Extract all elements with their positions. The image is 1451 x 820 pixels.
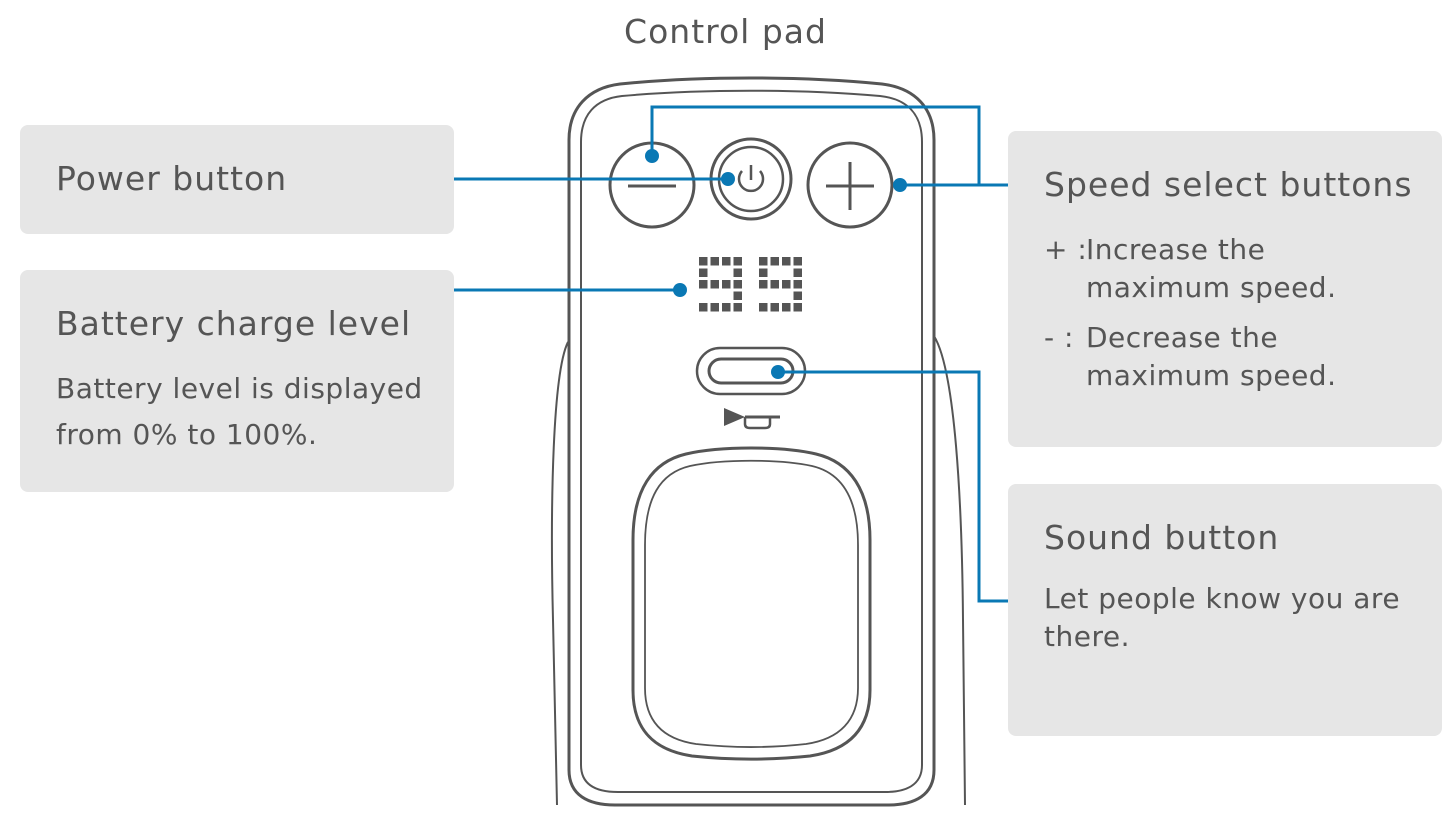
display-dot [759,257,768,266]
speed-plus-symbol: + : [1044,233,1088,266]
speed-minus-line1: Decrease the [1086,321,1279,354]
display-dot [722,280,731,289]
body-left-edge [550,341,569,806]
display-dot [793,291,802,300]
callout-heading: Speed select buttons [1044,165,1413,204]
display-dot [759,280,768,289]
callout-sound-button: Sound button Let people know you are the… [1008,484,1442,736]
grip-inner-outline [644,459,859,748]
callout-battery-charge-level: Battery charge level Battery level is di… [20,270,454,492]
plus-button[interactable] [806,141,894,229]
display-dot [699,280,708,289]
battery-level-display [699,257,802,312]
display-dot [782,257,791,266]
power-icon [737,165,765,193]
speed-leader-line [650,105,1008,187]
speed-plus-line2: maximum speed. [1086,271,1337,304]
callout-heading: Sound button [1044,518,1280,557]
callout-speed-select-buttons: Speed select buttons + :Increase the max… [1008,131,1442,447]
display-dot [722,257,731,266]
display-dot [793,257,802,266]
display-dot [793,268,802,277]
display-dot [733,257,742,266]
display-dot [710,257,719,266]
speed-minus-symbol: - : [1044,321,1074,354]
display-dot [782,280,791,289]
power-leader-dot [721,172,735,186]
leader-lines [454,105,1008,603]
plus-leader-dot [893,178,907,192]
display-dot [770,280,779,289]
display-dot [699,257,708,266]
diagram-title: Control pad [624,12,827,51]
speed-plus-description: + :Increase the maximum speed. [1044,231,1336,307]
callout-description: Let people know you are there. [1044,582,1401,653]
display-dot [699,268,708,277]
display-dot [722,303,731,312]
body-right-edge [933,335,966,806]
display-dot [733,291,742,300]
display-dot [793,280,802,289]
speed-minus-description: - : Decrease the maximum speed. [1044,319,1336,395]
callout-description: Battery level is displayed from 0% to 10… [56,372,423,451]
display-dot [770,303,779,312]
display-dot [759,303,768,312]
battery-leader-dot [673,283,687,297]
display-dot [710,280,719,289]
control-pad-inner-outline [580,89,923,793]
callout-power-button: Power button [20,125,454,234]
sound-leader-line [778,370,1008,603]
display-dot [733,268,742,277]
display-dot [770,257,779,266]
sound-leader-dot [771,365,785,379]
grip-outline [631,446,872,761]
display-dot [710,303,719,312]
callout-heading: Power button [56,159,288,198]
display-dot [733,280,742,289]
speed-minus-line2: maximum speed. [1086,359,1337,392]
display-dot [733,303,742,312]
display-dot [759,268,768,277]
callout-heading: Battery charge level [56,304,412,343]
leader-dots [645,149,907,379]
display-dot [782,303,791,312]
display-dot [793,303,802,312]
display-dot [699,303,708,312]
plus-icon [826,162,874,210]
minus-leader-dot [645,149,659,163]
speed-plus-line1: Increase the [1086,233,1266,266]
horn-icon [724,408,780,430]
